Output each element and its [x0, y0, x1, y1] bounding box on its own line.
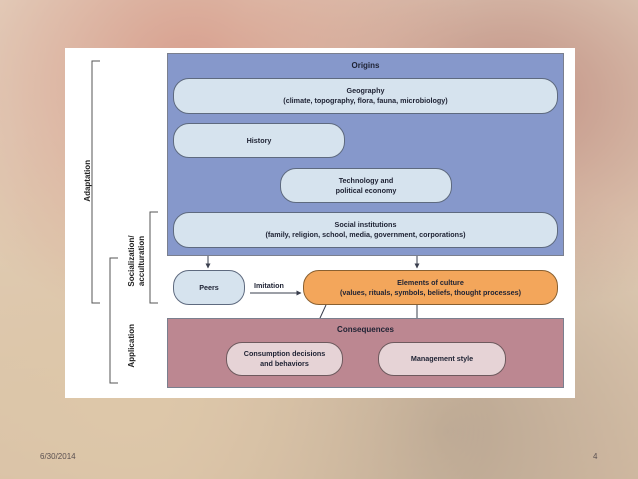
socialization-line2: acculturation [137, 235, 146, 287]
management-box: Management style [378, 342, 506, 376]
social-title: Social institutions [334, 220, 397, 230]
history-label: History [246, 135, 272, 145]
adaptation-bracket [91, 60, 100, 304]
consumption-title: Consumption decisions [243, 349, 326, 359]
slide-number: 4 [593, 452, 598, 461]
socialization-label: Socialization/ acculturation [126, 216, 148, 306]
social-institutions-box: Social institutions (family, religion, s… [173, 212, 558, 248]
culture-title: Elements of culture [397, 277, 464, 287]
history-box: History [173, 123, 345, 158]
adaptation-label: Adaptation [83, 159, 93, 202]
slide-date: 6/30/2014 [40, 452, 76, 461]
culture-box: Elements of culture (values, rituals, sy… [303, 270, 558, 305]
technology-box: Technology and political economy [280, 168, 452, 203]
social-detail: (family, religion, school, media, govern… [265, 230, 466, 239]
culture-detail: (values, rituals, symbols, beliefs, thou… [340, 287, 521, 297]
socialization-bracket [149, 211, 158, 304]
consumption-box: Consumption decisions and behaviors [226, 342, 343, 376]
application-label: Application [127, 324, 137, 368]
geography-detail: (climate, topography, flora, fauna, micr… [283, 96, 448, 105]
consumption-detail: and behaviors [260, 359, 309, 368]
technology-title: Technology and [338, 175, 394, 185]
geography-box: Geography (climate, topography, flora, f… [173, 78, 558, 114]
geography-title: Geography [346, 86, 385, 96]
socialization-line1: Socialization/ [127, 235, 137, 287]
origins-title: Origins [351, 61, 380, 70]
management-label: Management style [410, 354, 474, 364]
peers-box: Peers [173, 270, 245, 305]
application-bracket [109, 257, 118, 384]
imitation-label: Imitation [254, 281, 284, 290]
technology-detail: political economy [335, 185, 397, 195]
peers-label: Peers [199, 282, 219, 292]
consequences-title: Consequences [337, 325, 394, 334]
